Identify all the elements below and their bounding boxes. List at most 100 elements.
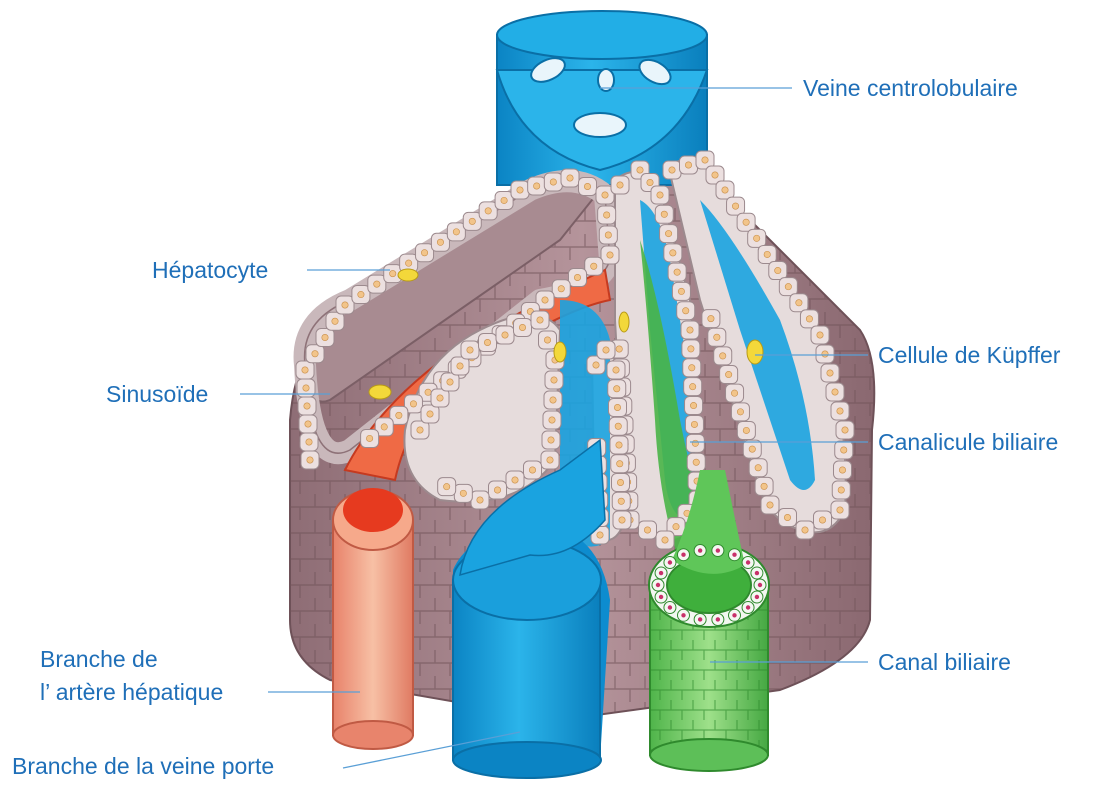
hepatocyte-nucleus [332, 318, 338, 324]
hepatocyte-nucleus [574, 274, 580, 280]
hepatocyte-nucleus [550, 179, 556, 185]
hepatocyte-nucleus [702, 157, 708, 163]
hepatocyte-nucleus [469, 218, 475, 224]
hepatocyte-nucleus [417, 427, 423, 433]
hepatocyte-nucleus [689, 365, 695, 371]
hepatocyte-nucleus [550, 397, 556, 403]
hepatocyte-nucleus [603, 347, 609, 353]
hepatocyte-nucleus [517, 187, 523, 193]
hepatocyte-nucleus [764, 251, 770, 257]
label-hepatic-artery-line1: Branche de [40, 645, 158, 673]
hepatocyte-nucleus [358, 291, 364, 297]
label-hepatocyte: Hépatocyte [152, 256, 268, 284]
hepatocyte-nucleus [673, 523, 679, 529]
hepatocyte-nucleus [714, 334, 720, 340]
bile-duct-cell-nucleus [656, 583, 660, 587]
hepatocyte-nucleus [533, 183, 539, 189]
hepatocyte-nucleus [743, 219, 749, 225]
hepatocyte-nucleus [437, 239, 443, 245]
hepatocyte-nucleus [678, 288, 684, 294]
hepatocyte-nucleus [453, 229, 459, 235]
hepatocyte-nucleus [685, 162, 691, 168]
hepatocyte-nucleus [597, 532, 603, 538]
hepatocyte-nucleus [796, 300, 802, 306]
bile-duct-cell-nucleus [746, 605, 750, 609]
label-sinusoid: Sinusoïde [106, 380, 208, 408]
hepatocyte-nucleus [749, 446, 755, 452]
hepatocyte-nucleus [381, 424, 387, 430]
hepatocyte-nucleus [616, 346, 622, 352]
hepatocyte-nucleus [775, 267, 781, 273]
hepatocyte-nucleus [302, 367, 308, 373]
hepatocyte-nucleus [567, 175, 573, 181]
hepatocyte-nucleus [722, 187, 728, 193]
hepatocyte-nucleus [477, 497, 483, 503]
hepatocyte-nucleus [802, 527, 808, 533]
hepatocyte-nucleus [614, 386, 620, 392]
hepatocyte-nucleus [617, 182, 623, 188]
hepatocyte-nucleus [512, 477, 518, 483]
hepatocyte-nucleus [617, 461, 623, 467]
bile-duct-cell-nucleus [716, 548, 720, 552]
hepatocyte-nucleus [687, 327, 693, 333]
bile-duct-cell-nucleus [659, 595, 663, 599]
hepatocyte-nucleus [548, 437, 554, 443]
hepatocyte-nucleus [544, 337, 550, 343]
hepatocyte-nucleus [410, 401, 416, 407]
hepatocyte-nucleus [827, 370, 833, 376]
central-vein [497, 11, 707, 185]
hepatocyte-nucleus [644, 527, 650, 533]
hepatocyte-nucleus [494, 487, 500, 493]
hepatocyte-nucleus [547, 457, 553, 463]
hepatocyte-nucleus [502, 332, 508, 338]
hepatocyte-nucleus [647, 179, 653, 185]
hepatocyte-nucleus [670, 250, 676, 256]
hepatocyte-nucleus [669, 167, 675, 173]
hepatocyte-nucleus [307, 457, 313, 463]
bile-duct-cell-nucleus [668, 560, 672, 564]
hepatocyte-nucleus [425, 389, 431, 395]
bile-duct-cell-nucleus [698, 548, 702, 552]
hepatocyte-nucleus [720, 353, 726, 359]
label-kupffer-cell: Cellule de Küpffer [878, 341, 1060, 369]
hepatocyte-nucleus [842, 427, 848, 433]
hepatocyte-nucleus [303, 385, 309, 391]
hepatocyte-nucleus [529, 467, 535, 473]
hepatocyte-nucleus [374, 281, 380, 287]
hepatocyte-nucleus [732, 203, 738, 209]
hepatocyte-nucleus [519, 324, 525, 330]
label-portal-vein: Branche de la veine porte [12, 752, 274, 780]
hepatocyte-nucleus [690, 402, 696, 408]
hepatocyte-nucleus [657, 192, 663, 198]
hepatocyte-nucleus [819, 517, 825, 523]
hepatocyte-nucleus [607, 252, 613, 258]
hepatocyte-nucleus [614, 404, 620, 410]
bile-duct-cell-nucleus [681, 613, 685, 617]
hepatocyte-nucleus [342, 302, 348, 308]
hepatocyte-nucleus [832, 389, 838, 395]
bile-duct-cell-nucleus [668, 605, 672, 609]
hepatocyte-nucleus [447, 379, 453, 385]
hepatocyte-nucleus [396, 412, 402, 418]
hepatocyte-nucleus [551, 377, 557, 383]
hepatocyte-nucleus [731, 390, 737, 396]
hepatocyte-nucleus [837, 408, 843, 414]
hepatocyte-nucleus [767, 502, 773, 508]
bile-duct-cell-nucleus [681, 552, 685, 556]
hepatocyte-nucleus [753, 235, 759, 241]
hepatocyte-nucleus [421, 250, 427, 256]
hepatocyte-nucleus [605, 232, 611, 238]
hepatocyte-nucleus [322, 334, 328, 340]
hepatocyte-nucleus [618, 498, 624, 504]
hepatocyte-nucleus [692, 440, 698, 446]
hepatocyte-nucleus [637, 167, 643, 173]
hepatocyte-nucleus [691, 421, 697, 427]
hepatocyte-nucleus [737, 409, 743, 415]
hepatocyte-nucleus [542, 297, 548, 303]
hepatocyte-nucleus [501, 197, 507, 203]
hepatocyte-nucleus [683, 308, 689, 314]
hepatocyte-nucleus [619, 517, 625, 523]
bile-duct-cell-nucleus [698, 617, 702, 621]
bile-duct-cell-nucleus [755, 571, 759, 575]
label-central-vein: Veine centrolobulaire [803, 74, 1018, 102]
